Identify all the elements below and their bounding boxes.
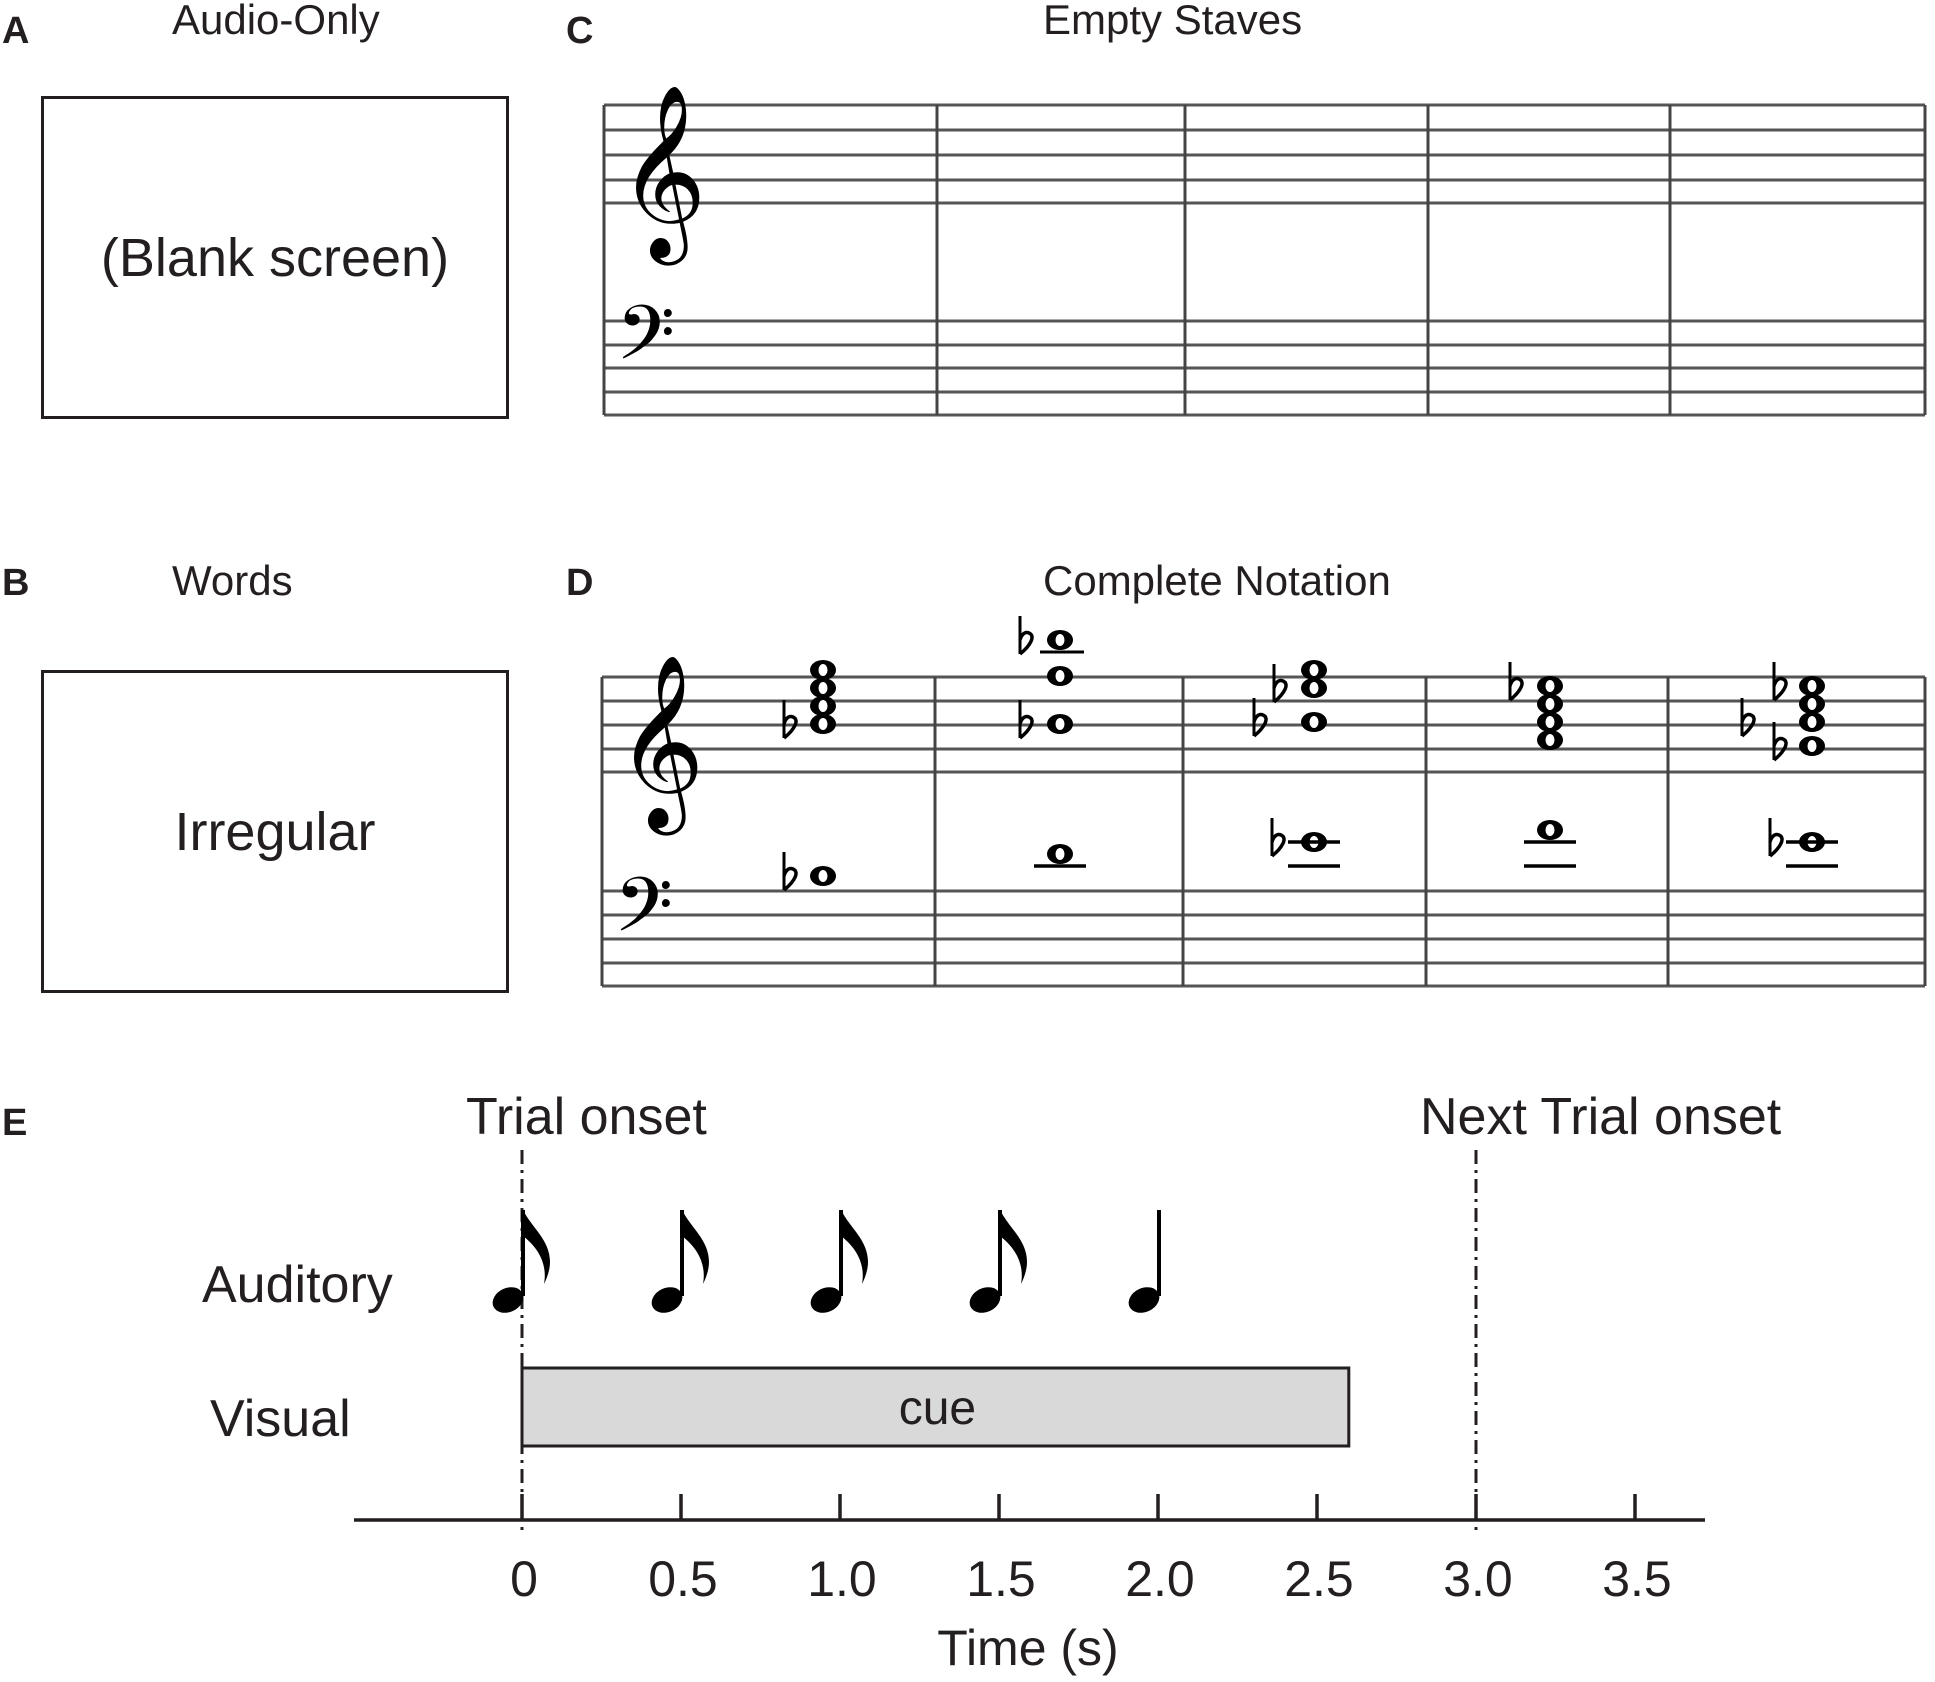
whole-note-icon [1799,694,1825,714]
visual-row-label: Visual [210,1390,351,1448]
eighth-note-icon [651,1210,709,1313]
flat-icon [1252,696,1268,738]
audio-only-screen: (Blank screen) [41,96,509,419]
whole-note-icon [1301,678,1327,698]
chord-1 [782,660,836,892]
whole-note-icon [1537,694,1563,714]
treble-staff [604,103,1925,205]
barlines [602,105,1927,415]
tick-label: 0.5 [648,1551,718,1607]
axis-ticks: 0 0.5 1.0 1.5 2.0 2.5 3.0 3.5 [510,1494,1672,1607]
whole-note-icon [810,696,836,716]
flat-icon [1740,696,1756,738]
tick-label: 1.0 [807,1551,877,1607]
next-trial-onset-label: Next Trial onset [1420,1088,1782,1146]
trial-timeline: Trial onset Next Trial onset Auditory Vi… [202,1088,1782,1676]
bass-staff [602,889,1925,988]
whole-note-icon [1047,844,1073,864]
flat-icon [1270,816,1286,858]
whole-note-icon [1047,714,1073,734]
whole-note-icon [1537,676,1563,696]
eighth-note-icon [969,1210,1027,1313]
whole-note-icon [1799,736,1825,756]
time-axis-label: Time (s) [937,1620,1118,1676]
whole-note-icon [1537,820,1563,840]
whole-note-icon [1537,730,1563,750]
whole-note-icon [810,660,836,680]
bass-staff [604,319,1925,417]
chord-5 [1740,660,1838,868]
blank-screen-text: (Blank screen) [100,227,450,288]
tick-label: 2.5 [1284,1551,1354,1607]
auditory-tones [492,1210,1161,1313]
panel-d-label: D [566,562,594,604]
tick-label: 3.0 [1443,1551,1513,1607]
cue-label: cue [899,1382,976,1435]
panel-e-label: E [2,1102,28,1144]
whole-note-icon [1799,676,1825,696]
eighth-note-icon [810,1210,868,1313]
treble-clef-icon: 𝄞 [618,84,707,266]
whole-note-icon [1537,712,1563,732]
words-screen: Irregular [41,670,509,993]
flat-icon [1272,662,1288,704]
empty-staves-score: 𝄞 𝄢 [602,84,1927,417]
whole-note-icon [1301,660,1327,680]
whole-note-icon [1047,666,1073,686]
panel-a-label: A [2,10,30,52]
flat-icon [782,698,798,740]
auditory-row-label: Auditory [202,1256,393,1314]
tick-label: 3.5 [1602,1551,1672,1607]
panel-a-title: Audio-Only [172,0,380,43]
complete-notation-score: 𝄞 𝄢 [600,614,1927,988]
whole-note-icon [1301,712,1327,732]
barlines [600,677,1927,986]
treble-clef-icon: 𝄞 [616,654,705,836]
flat-icon [782,850,798,892]
flat-icon [1018,698,1034,740]
flat-icon [1018,614,1034,656]
flat-icon [1508,660,1524,702]
panel-c-title: Empty Staves [1043,0,1303,43]
panel-c-label: C [566,10,594,52]
panel-d-title: Complete Notation [1043,557,1391,604]
irregular-word-text: Irregular [174,801,376,862]
trial-onset-label: Trial onset [466,1088,707,1146]
quarter-note-icon [1128,1210,1161,1313]
chord-2 [1018,614,1086,868]
chord-3 [1252,660,1340,868]
whole-note-icon [810,866,836,886]
tick-label: 1.5 [966,1551,1036,1607]
whole-note-icon [810,678,836,698]
flat-icon [1772,720,1788,762]
chord-4 [1508,660,1576,868]
panel-b-label: B [2,562,30,604]
panel-b-title: Words [172,557,293,604]
bass-clef-icon: 𝄢 [614,861,673,968]
whole-note-icon [1047,630,1073,650]
flat-icon [1772,660,1788,702]
bass-clef-icon: 𝄢 [616,289,675,396]
visual-cue-bar [520,1366,1351,1448]
whole-note-icon [810,714,836,734]
tick-label: 2.0 [1125,1551,1195,1607]
flat-icon [1768,816,1784,858]
tick-label: 0 [510,1551,538,1607]
whole-note-icon [1799,712,1825,732]
eighth-note-icon [492,1210,550,1313]
